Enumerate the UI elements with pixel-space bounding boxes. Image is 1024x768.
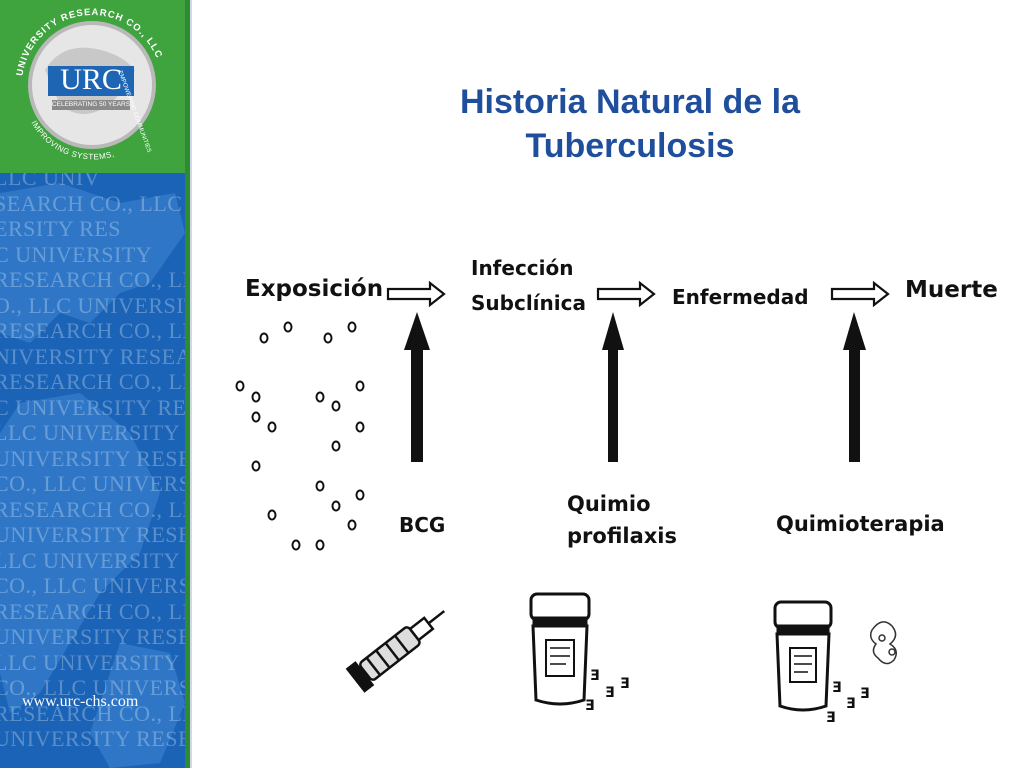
flow-arrow-3 [830,280,890,308]
logo-celebrating: CELEBRATING 50 YEARS [51,101,131,108]
intervention-arrow-bcg [404,312,430,462]
title-line-2: Tuberculosis [525,127,735,165]
watermark-line: UNIVERSITY RESEARCH [0,445,185,471]
svg-text:Ǝ: Ǝ [590,668,600,684]
intervention-bcg: BCG [399,513,446,537]
syringe-icon [345,610,446,693]
slide-title: Historia Natural de la Tuberculosis [380,80,880,168]
svg-text:Ǝ: Ǝ [605,685,615,701]
logo-panel: UNIVERSITY RESEARCH CO., LLC IMPROVING S… [0,0,185,173]
watermark-line: LLC UNIVERSITY [0,420,181,445]
sidebar-edge [185,0,190,768]
watermark-line: UNIVERSITY RESEARCH [0,726,185,751]
intervention-arrow-quimioterapia [843,312,866,462]
pill-bottle-icon [773,600,833,712]
svg-text:Ǝ: Ǝ [846,696,856,712]
intervention-quimioterapia: Quimioterapia [776,512,945,536]
watermark-line: UNIVERSITY RESEARCH [0,624,185,649]
intervention-quimio: Quimio [567,492,651,516]
svg-text:Ǝ: Ǝ [860,686,870,702]
watermark-line: RESEARCH CO., LLC [0,598,185,624]
watermark-line: O., LLC UNIVERSITY [0,292,185,318]
stage-infeccion: Infección [471,256,574,280]
sidebar-divider [190,0,192,768]
intervention-profilaxis: profilaxis [567,524,677,548]
svg-text:Ǝ: Ǝ [826,710,836,726]
watermark-line: RESEARCH CO., LLC [0,267,185,292]
watermark-line: C UNIVERSITY RES [0,394,185,420]
title-line-1: Historia Natural de la [459,83,801,121]
watermark-line: LLC UNIVERSITY RES [0,649,185,675]
svg-text:Ǝ: Ǝ [832,680,842,696]
website-link[interactable]: www.urc-chs.com [22,693,139,710]
blister-icon [869,621,897,665]
watermark-line: ERSITY RES [0,216,122,241]
bacilli-dots [235,321,365,551]
watermark-line: LLC UNIVERSITY RES [0,547,185,573]
flow-arrow-1 [386,280,446,308]
watermark-line: RESEARCH CO., LLC [0,369,185,394]
stage-exposicion: Exposición [245,276,384,302]
watermark-line: C UNIVERSITY [0,241,153,267]
logo-wordmark: URC [60,63,122,96]
watermark-line: NIVERSITY RESEARCH [0,343,185,369]
watermark-line: UNIVERSITY RESEARCH [0,522,185,547]
world-map-icon [0,183,185,768]
svg-text:Ǝ: Ǝ [585,698,595,714]
intervention-arrow-quimioprofilaxis [602,312,624,462]
watermark-line: CO., LLC UNIVERSITY [0,573,185,598]
watermark-line: RESEARCH CO., LLC [0,496,185,522]
stage-enfermedad: Enfermedad [672,285,809,309]
watermark-line: RESEARCH CO., LLC [0,318,185,343]
urc-logo-icon: UNIVERSITY RESEARCH CO., LLC IMPROVING S… [12,5,172,165]
flow-arrow-2 [596,280,656,308]
watermark-line: LLC UNIV [0,173,101,190]
watermark-line: SEARCH CO., LLC [0,190,183,216]
watermark-line: RESEARCH CO., LLC [0,700,185,726]
pill-bottle-icon [529,592,591,706]
stage-muerte: Muerte [905,277,998,303]
svg-text:Ǝ: Ǝ [620,676,630,692]
watermark-line: CO., LLC UNIVERSITY [0,471,185,496]
stage-subclinica: Subclínica [471,291,586,315]
watermark-line: CO., LLC UNIVERSITY [0,675,185,700]
